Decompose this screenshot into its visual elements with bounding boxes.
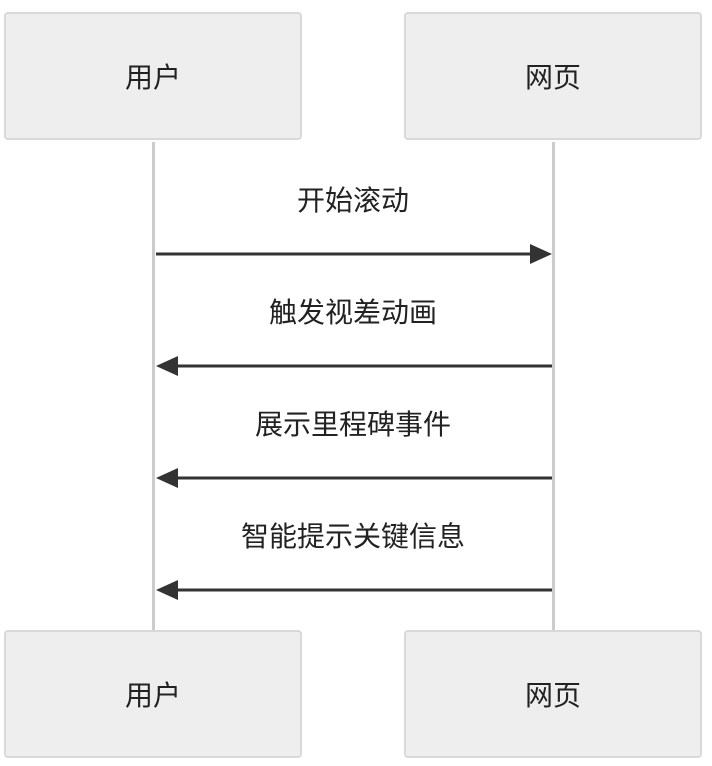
lifeline-user [152,142,155,630]
actor-user-bottom-label: 用户 [124,679,181,712]
message-label-4: 智能提示关键信息 [240,520,465,553]
message-label-1: 开始滚动 [296,184,409,217]
message-arrow-3 [156,468,552,488]
actor-user-top-label: 用户 [124,61,181,94]
message-arrow-2 [156,356,552,376]
actor-webpage-top: 网页 [404,12,702,140]
lifeline-webpage [552,142,555,630]
message-arrow-1 [156,244,552,264]
message-label-3: 展示里程碑事件 [254,408,451,441]
actor-webpage-top-label: 网页 [524,61,581,94]
actor-user-bottom: 用户 [4,630,302,758]
message-label-2: 触发视差动画 [268,296,437,329]
message-arrow-4 [156,580,552,600]
actor-user-top: 用户 [4,12,302,140]
actor-webpage-bottom-label: 网页 [524,679,581,712]
actor-webpage-bottom: 网页 [404,630,702,758]
